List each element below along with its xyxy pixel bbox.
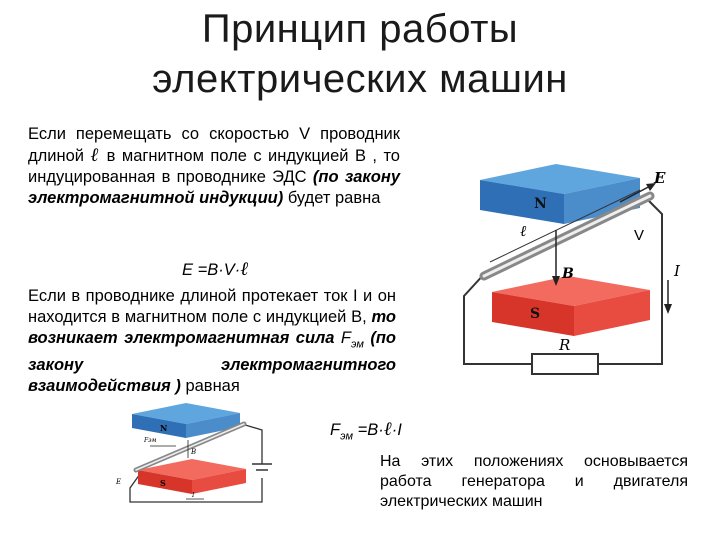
p1-text-4: будет равна — [283, 189, 381, 207]
motor-label-e: E — [115, 478, 121, 486]
label-r: R — [558, 336, 570, 354]
label-l: ℓ — [520, 222, 526, 240]
p1-text-3: в магнитном поле с индукцией В , то инду… — [28, 147, 400, 186]
paragraph-force: Если в проводнике длиной протекает ток I… — [28, 286, 396, 397]
p2-text-1: Если в проводнике длиной протекает ток I… — [28, 287, 396, 326]
label-e: E — [653, 169, 666, 187]
motor-label-f: Fэм — [143, 437, 157, 444]
i-arrowhead — [664, 304, 672, 314]
motor-label-n: N — [160, 423, 167, 433]
length-dimension — [489, 189, 641, 263]
motor-label-i: I — [191, 492, 195, 499]
b-arrowhead — [552, 276, 560, 286]
motor-south-magnet — [138, 459, 246, 494]
label-b: B — [561, 266, 574, 282]
circuit-wire — [463, 199, 663, 365]
p2-bold-2: (по закону электромагнитного взаимодейст… — [28, 329, 396, 396]
formula2-f: F — [330, 421, 341, 439]
p2-text-2: равная — [185, 377, 240, 396]
south-pole-magnet — [492, 276, 650, 336]
formula2-eq: =B· — [353, 421, 384, 439]
motor-conductor-rod — [133, 421, 247, 473]
p1-text-2: проводник длиной — [28, 125, 400, 165]
p1-text-1: Если перемещать со скоростью — [28, 125, 300, 143]
motor-label-b: B — [190, 448, 196, 456]
formula1-text: E =B·V· — [182, 261, 241, 279]
motor-circuit-wire — [129, 423, 263, 503]
resistor — [531, 353, 599, 375]
motor-label-s: S — [160, 478, 166, 488]
p2-f-sub: эм — [350, 338, 364, 351]
label-i: I — [673, 262, 681, 280]
north-pole-magnet — [480, 164, 640, 224]
label-v: V — [634, 227, 644, 244]
title-line-1: Принцип работы — [201, 7, 519, 51]
p2-force-symbol: Fэм — [340, 329, 364, 351]
formula2-length: ℓ — [383, 418, 392, 440]
formula2-end: ·I — [391, 421, 402, 439]
p2-f: F — [340, 329, 351, 347]
emf-arrow — [619, 183, 655, 203]
p1-law: (по закону электромагнитной индукции) — [28, 168, 400, 207]
page-title: Принцип работы электрических машин — [0, 4, 720, 104]
title-line-2: электрических машин — [152, 57, 568, 101]
label-n: N — [534, 196, 547, 212]
p2-bold-1: то возникает электромагнитная сила — [28, 308, 396, 347]
p1-velocity: V — [299, 125, 311, 143]
paragraph-conclusion: На этих положениях основывается работа г… — [380, 453, 688, 510]
formula2-sub: эм — [340, 430, 354, 443]
conductor-rod — [479, 191, 655, 281]
motor-north-magnet — [132, 403, 240, 438]
p1-length-symbol: ℓ — [90, 144, 101, 166]
formula-force: Fэм =B·ℓ·I — [330, 418, 402, 442]
formula-emf: E =B·V·ℓ — [182, 258, 248, 281]
paragraph-emf: Если перемещать со скоростью V проводник… — [28, 124, 400, 209]
emf-arrowhead — [646, 183, 656, 191]
formula1-length: ℓ — [240, 258, 249, 280]
battery-icon — [252, 463, 272, 471]
label-s: S — [530, 306, 540, 322]
